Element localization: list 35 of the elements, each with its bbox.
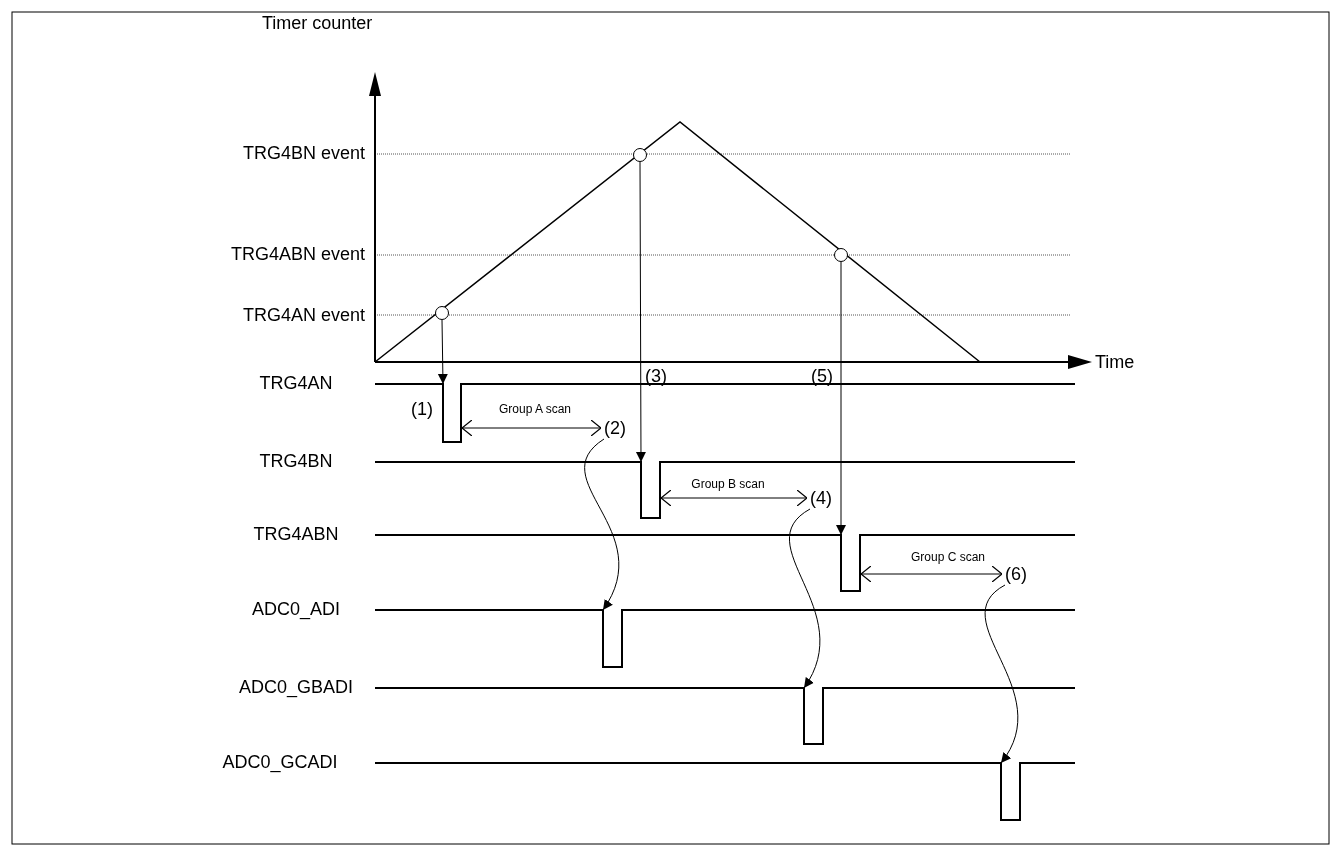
pulse-waveform — [602, 609, 623, 668]
event-point-circle — [834, 248, 848, 262]
curved-arrow — [984, 584, 1018, 764]
pulse-waveform — [442, 383, 462, 443]
callout-number: (4) — [810, 489, 832, 507]
signal-label: TRG4ABN event — [230, 245, 365, 265]
pulse-waveform — [803, 687, 824, 745]
signal-label: TRG4ABN — [253, 525, 339, 545]
pulse-waveform — [1000, 762, 1021, 821]
signal-label: TRG4AN event — [242, 306, 365, 326]
signal-label: ADC0_ADI — [252, 600, 340, 620]
edge-label: Group B scan — [691, 478, 765, 492]
callout-number: (2) — [604, 419, 626, 437]
edge-label: Group C scan — [911, 551, 985, 565]
signal-label: TRG4BN — [259, 452, 333, 472]
signal-label: ADC0_GBADI — [239, 678, 353, 698]
curved-arrow — [584, 438, 619, 611]
signal-label: TRG4BN event — [242, 144, 365, 164]
arrow — [860, 565, 1003, 583]
event-point-circle — [435, 306, 449, 320]
arrow — [461, 419, 602, 437]
signal-label: Time — [1095, 353, 1135, 373]
curved-arrow — [789, 508, 820, 689]
signal-label: Timer counter — [262, 14, 373, 34]
edge-label: Group A scan — [499, 403, 571, 417]
arrow — [836, 261, 846, 536]
event-point-circle — [633, 148, 647, 162]
pulse-waveform — [840, 534, 861, 592]
pulse-waveform — [640, 461, 661, 519]
callout-number: (6) — [1005, 565, 1027, 583]
arrow — [635, 161, 646, 463]
arrow — [660, 489, 808, 507]
signal-label: TRG4AN — [259, 374, 333, 394]
signal-label: ADC0_GCADI — [222, 753, 338, 773]
arrow — [437, 319, 448, 385]
